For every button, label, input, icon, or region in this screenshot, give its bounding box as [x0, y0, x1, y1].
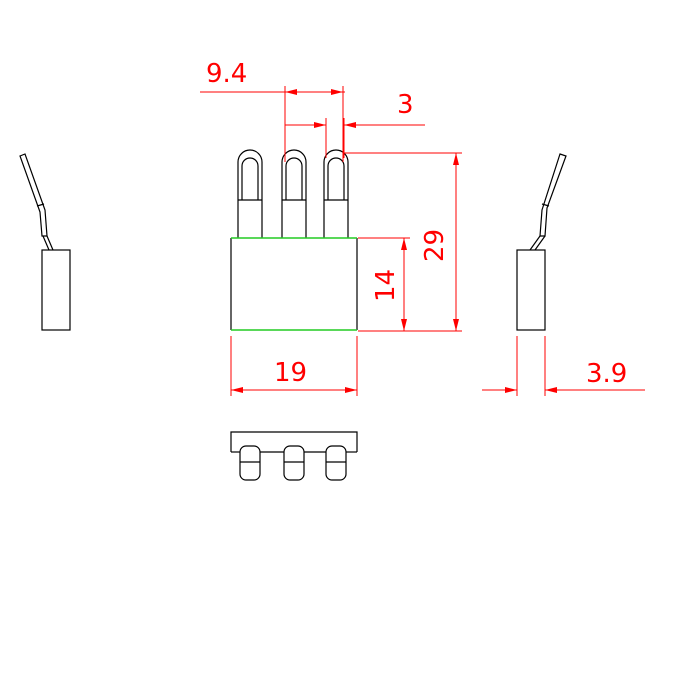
dimension-body-width-label: 19: [274, 358, 307, 388]
dimension-overall-height: 29: [344, 152, 462, 332]
pin-right: [323, 149, 349, 238]
dimension-side-thickness: 3.9: [482, 336, 645, 396]
right-side-view: [516, 153, 567, 331]
dimension-body-width: 19: [230, 336, 358, 396]
top-view: [230, 431, 358, 481]
pin-foot-left: [239, 445, 261, 481]
dimension-body-height: 14: [358, 237, 410, 331]
dimension-pitch: 9.4: [200, 59, 345, 162]
dimension-overall-height-label: 29: [420, 229, 450, 262]
dimension-pin-width-label: 3: [397, 90, 414, 120]
pin-foot-middle: [283, 445, 305, 481]
dimension-body-height-label: 14: [371, 269, 401, 302]
dimension-pin-width: 3: [285, 90, 425, 158]
left-side-view: [19, 153, 71, 331]
dimension-side-thickness-label: 3.9: [586, 359, 627, 389]
connector-body: [230, 237, 358, 331]
pin-left: [237, 149, 263, 238]
pin-middle: [281, 149, 307, 238]
dimension-pitch-label: 9.4: [206, 59, 247, 89]
pin-foot-right: [325, 445, 347, 481]
front-view: [230, 149, 358, 331]
